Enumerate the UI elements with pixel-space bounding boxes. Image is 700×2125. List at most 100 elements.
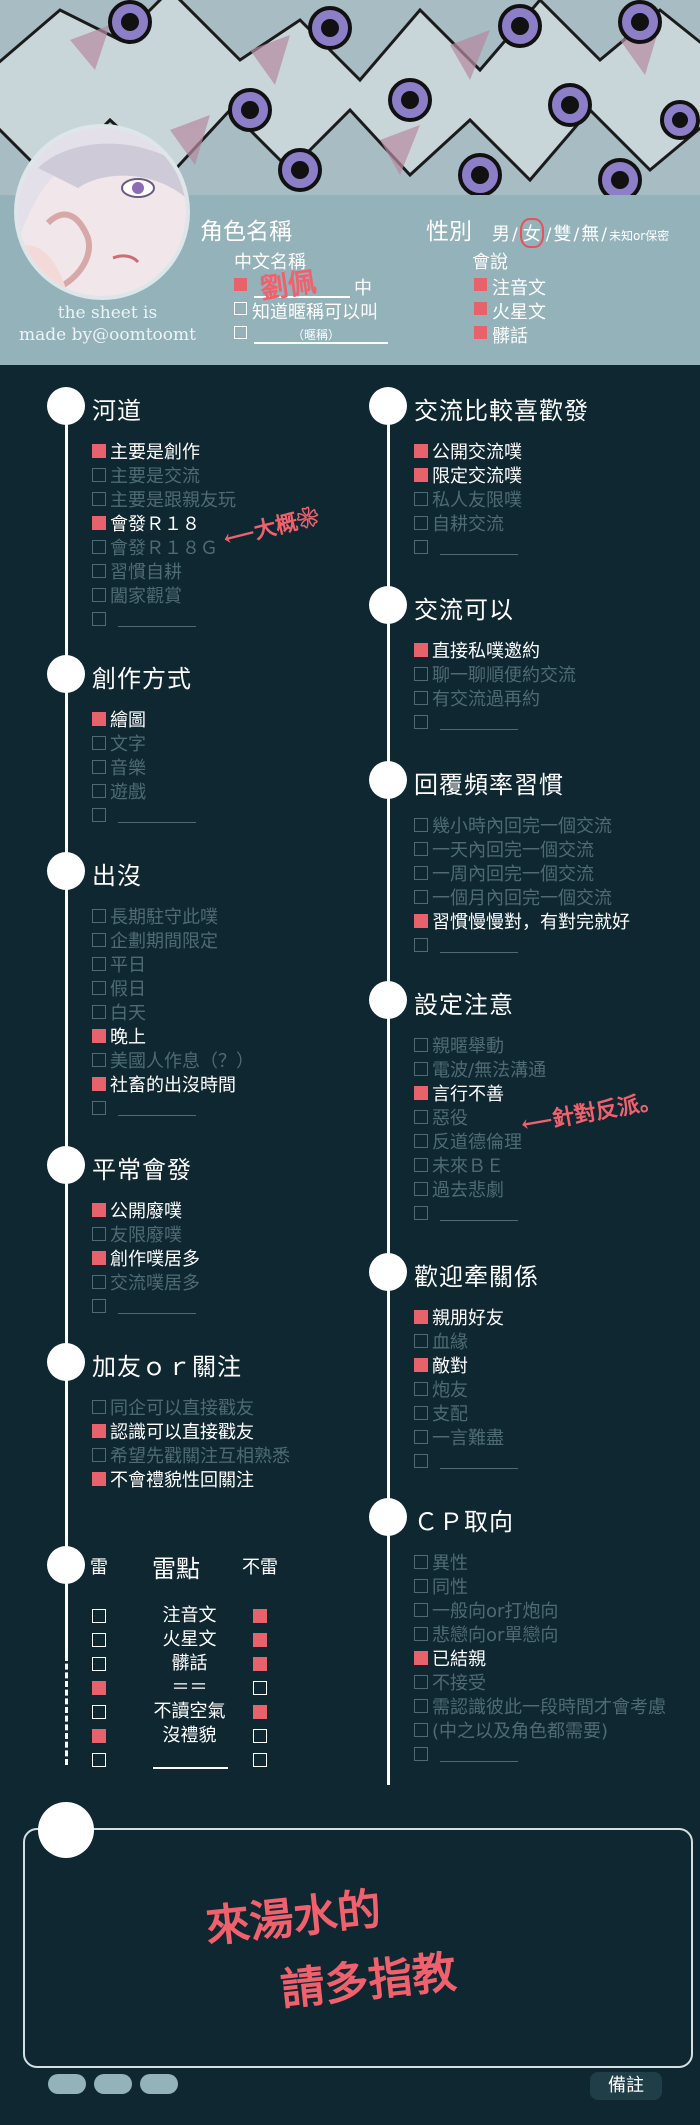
option-item[interactable]: 平日 bbox=[92, 952, 254, 976]
option-item[interactable]: 親暱舉動 bbox=[414, 1033, 546, 1057]
checkbox-unchecked[interactable] bbox=[414, 1038, 428, 1052]
option-item[interactable]: 會發Ｒ１８ bbox=[92, 511, 236, 535]
checkbox-unchecked[interactable] bbox=[414, 715, 428, 729]
lei-checkbox[interactable] bbox=[92, 1705, 106, 1719]
option-item[interactable]: 文字 bbox=[92, 731, 196, 755]
option-item[interactable]: 主要是跟親友玩 bbox=[92, 487, 236, 511]
option-item[interactable]: 不會禮貌性回關注 bbox=[92, 1467, 290, 1491]
option-item[interactable]: 習慣自耕 bbox=[92, 559, 236, 583]
option-item[interactable]: 言行不善 bbox=[414, 1081, 546, 1105]
bulei-checkbox[interactable] bbox=[253, 1753, 267, 1767]
option-item[interactable]: 需認識彼此一段時間才會考慮 bbox=[414, 1694, 666, 1718]
checkbox-unchecked[interactable] bbox=[414, 1627, 428, 1641]
checkbox-unchecked[interactable] bbox=[414, 1134, 428, 1148]
checkbox-unchecked[interactable] bbox=[92, 808, 106, 822]
option-item[interactable]: 習慣慢慢對，有對完就好 bbox=[414, 909, 630, 933]
option-item[interactable]: 親朋好友 bbox=[414, 1305, 518, 1329]
checkbox-unchecked[interactable] bbox=[414, 1555, 428, 1569]
option-item[interactable]: 一般向or打炮向 bbox=[414, 1598, 666, 1622]
checkbox-unchecked[interactable] bbox=[92, 1005, 106, 1019]
checkbox-unchecked[interactable] bbox=[414, 492, 428, 506]
option-item[interactable]: 支配 bbox=[414, 1401, 518, 1425]
footer-pill-3[interactable] bbox=[140, 2074, 178, 2094]
checkbox-unchecked[interactable] bbox=[414, 1699, 428, 1713]
blank-fill-line[interactable] bbox=[118, 1312, 196, 1314]
option-item[interactable] bbox=[414, 933, 630, 957]
gender-option-female-selected[interactable]: 女 bbox=[519, 218, 544, 248]
option-item[interactable]: 聊一聊順便約交流 bbox=[414, 662, 576, 686]
checkbox-checked[interactable] bbox=[92, 1203, 106, 1217]
checkbox-unchecked[interactable] bbox=[414, 516, 428, 530]
checkbox-unchecked[interactable] bbox=[92, 588, 106, 602]
nickname-value-checkbox[interactable] bbox=[234, 326, 247, 339]
checkbox-unchecked[interactable] bbox=[414, 1723, 428, 1737]
option-item[interactable]: 認識可以直接戳友 bbox=[92, 1419, 290, 1443]
checkbox-unchecked[interactable] bbox=[414, 1110, 428, 1124]
checkbox-unchecked[interactable] bbox=[414, 1334, 428, 1348]
checkbox-unchecked[interactable] bbox=[92, 760, 106, 774]
option-item[interactable]: 公開交流噗 bbox=[414, 439, 522, 463]
option-item[interactable]: 悲戀向or單戀向 bbox=[414, 1622, 666, 1646]
checkbox-checked[interactable] bbox=[92, 1472, 106, 1486]
bulei-checkbox[interactable] bbox=[253, 1681, 267, 1695]
checkbox-unchecked[interactable] bbox=[92, 1448, 106, 1462]
bulei-checkbox[interactable] bbox=[253, 1729, 267, 1743]
checkbox-unchecked[interactable] bbox=[414, 691, 428, 705]
checkbox-unchecked[interactable] bbox=[414, 540, 428, 554]
blank-fill-line[interactable] bbox=[440, 553, 518, 555]
checkbox-checked[interactable] bbox=[414, 1086, 428, 1100]
checkbox-unchecked[interactable] bbox=[414, 938, 428, 952]
checkbox-checked[interactable] bbox=[92, 516, 106, 530]
option-item[interactable]: 血緣 bbox=[414, 1329, 518, 1353]
option-item[interactable]: 公開廢噗 bbox=[92, 1198, 200, 1222]
blank-fill-line[interactable] bbox=[118, 625, 196, 627]
option-item[interactable]: 白天 bbox=[92, 1000, 254, 1024]
checkbox-unchecked[interactable] bbox=[92, 1101, 106, 1115]
speech-checkbox-zhuyin[interactable] bbox=[474, 278, 487, 291]
checkbox-unchecked[interactable] bbox=[92, 981, 106, 995]
checkbox-checked[interactable] bbox=[92, 1077, 106, 1091]
checkbox-checked[interactable] bbox=[92, 1424, 106, 1438]
checkbox-unchecked[interactable] bbox=[414, 1182, 428, 1196]
footer-pill-1[interactable] bbox=[48, 2074, 86, 2094]
option-item[interactable] bbox=[414, 1201, 546, 1225]
lei-checkbox[interactable] bbox=[92, 1753, 106, 1767]
option-item[interactable]: 一言難盡 bbox=[414, 1425, 518, 1449]
blank-fill-line[interactable] bbox=[118, 821, 196, 823]
chinese-name-checkbox[interactable] bbox=[234, 278, 247, 291]
checkbox-unchecked[interactable] bbox=[92, 736, 106, 750]
gender-option-none[interactable]: 無 bbox=[581, 224, 600, 245]
checkbox-unchecked[interactable] bbox=[92, 1400, 106, 1414]
bulei-checkbox[interactable] bbox=[253, 1657, 267, 1671]
option-item[interactable] bbox=[92, 1096, 254, 1120]
option-item[interactable]: 社畜的出沒時間 bbox=[92, 1072, 254, 1096]
checkbox-unchecked[interactable] bbox=[414, 890, 428, 904]
option-item[interactable]: (中之以及角色都需要) bbox=[414, 1718, 666, 1742]
checkbox-checked[interactable] bbox=[414, 1358, 428, 1372]
option-item[interactable]: 一個月內回完一個交流 bbox=[414, 885, 630, 909]
option-item[interactable]: 希望先戳關注互相熟悉 bbox=[92, 1443, 290, 1467]
checkbox-unchecked[interactable] bbox=[92, 1275, 106, 1289]
checkbox-checked[interactable] bbox=[414, 643, 428, 657]
option-item[interactable]: 交流噗居多 bbox=[92, 1270, 200, 1294]
lei-checkbox[interactable] bbox=[92, 1729, 106, 1743]
checkbox-unchecked[interactable] bbox=[92, 612, 106, 626]
bulei-checkbox[interactable] bbox=[253, 1705, 267, 1719]
option-item[interactable]: 遊戲 bbox=[92, 779, 196, 803]
checkbox-unchecked[interactable] bbox=[414, 1206, 428, 1220]
option-item[interactable]: 限定交流噗 bbox=[414, 463, 522, 487]
option-item[interactable] bbox=[414, 535, 522, 559]
option-item[interactable]: 反道德倫理 bbox=[414, 1129, 546, 1153]
option-item[interactable] bbox=[414, 1742, 666, 1766]
checkbox-unchecked[interactable] bbox=[414, 667, 428, 681]
checkbox-unchecked[interactable] bbox=[414, 1158, 428, 1172]
blank-fill-line[interactable] bbox=[440, 1760, 518, 1762]
nickname-checkbox[interactable] bbox=[234, 302, 247, 315]
checkbox-unchecked[interactable] bbox=[414, 1675, 428, 1689]
checkbox-unchecked[interactable] bbox=[414, 1603, 428, 1617]
checkbox-unchecked[interactable] bbox=[92, 957, 106, 971]
checkbox-checked[interactable] bbox=[414, 468, 428, 482]
option-item[interactable]: 惡役 bbox=[414, 1105, 546, 1129]
checkbox-checked[interactable] bbox=[92, 444, 106, 458]
blank-fill-line[interactable] bbox=[440, 951, 518, 953]
